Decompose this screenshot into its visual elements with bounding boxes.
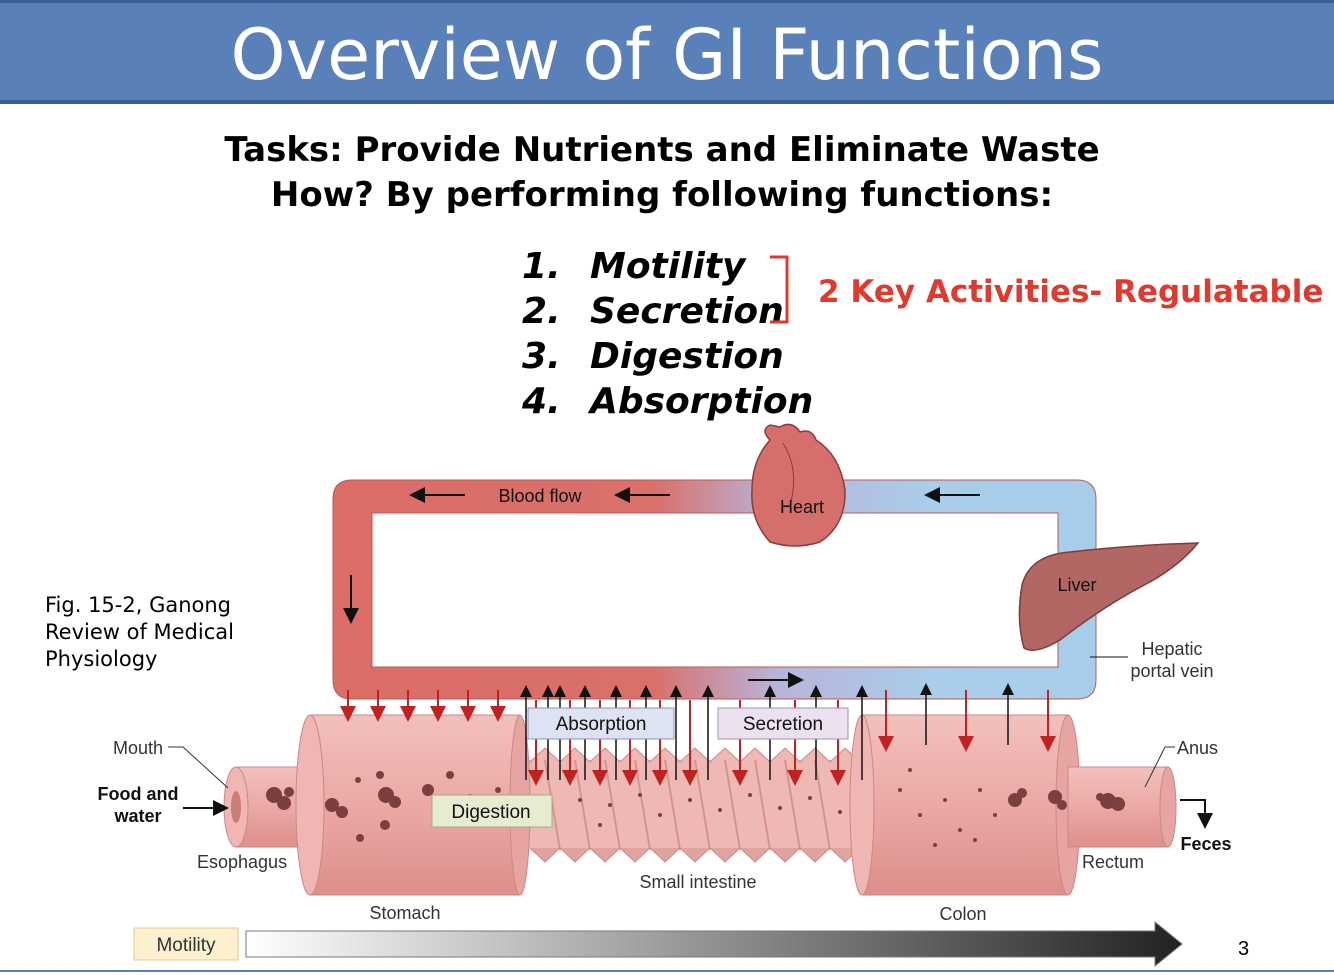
hepatic-label-line-1: Hepatic <box>1141 639 1202 659</box>
mouth-leader-line <box>168 746 229 789</box>
heart-icon <box>751 423 846 547</box>
stomach-label: Stomach <box>369 903 440 923</box>
digestion-label: Digestion <box>451 802 530 823</box>
function-number-1: 1. <box>522 246 561 287</box>
title-bar: Overview of GI Functions <box>0 0 1334 104</box>
subtitle-tasks: Tasks: Provide Nutrients and Eliminate W… <box>224 130 1100 170</box>
bottom-rule <box>0 970 1334 972</box>
motility-label: Motility <box>156 935 216 956</box>
blood-flow-label: Blood flow <box>498 486 582 506</box>
motility-box <box>133 927 239 961</box>
key-activities-label: 2 Key Activities- Regulatable <box>818 274 1324 310</box>
small-particles <box>578 768 997 847</box>
citation-line-2: Review of Medical <box>45 620 234 644</box>
feces-label: Feces <box>1180 834 1231 854</box>
function-motility: Motility <box>590 246 746 287</box>
bracket-icon <box>770 255 789 324</box>
small-intestine-label: Small intestine <box>639 872 756 892</box>
figure-citation: Fig. 15-2, Ganong Review of Medical Phys… <box>45 592 234 673</box>
feces-exit-arrow <box>1180 799 1213 829</box>
absorption-box <box>527 707 675 740</box>
liver-label: Liver <box>1057 575 1096 595</box>
function-number-2: 2. <box>522 291 561 332</box>
function-absorption: Absorption <box>590 381 814 422</box>
esophagus-label: Esophagus <box>197 852 287 872</box>
function-digestion: Digestion <box>590 336 784 377</box>
heart-label: Heart <box>780 497 824 517</box>
food-water-label-line-1: Food and <box>98 784 179 804</box>
motility-arrow <box>245 920 1183 968</box>
small-intestine-tube <box>520 747 865 863</box>
page-number: 3 <box>1238 938 1250 960</box>
citation-line-1: Fig. 15-2, Ganong <box>45 593 232 617</box>
hepatic-label-line-2: portal vein <box>1130 661 1213 681</box>
function-number-3: 3. <box>522 336 561 377</box>
secretion-box <box>717 707 849 740</box>
colon-label: Colon <box>939 904 986 924</box>
digestion-box <box>431 794 553 828</box>
rectum-label: Rectum <box>1082 852 1144 872</box>
citation-line-3: Physiology <box>45 647 158 671</box>
function-secretion: Secretion <box>590 291 784 332</box>
function-number-4: 4. <box>522 381 561 422</box>
anus-leader-line <box>1144 746 1175 788</box>
blood-circulation-loop <box>332 479 1097 700</box>
mouth-label: Mouth <box>113 738 163 758</box>
secretion-label: Secretion <box>743 714 823 735</box>
slide-title: Overview of GI Functions <box>230 14 1104 96</box>
anus-label: Anus <box>1177 738 1218 758</box>
subtitle-how: How? By performing following functions: <box>270 175 1054 215</box>
absorption-label: Absorption <box>556 714 647 735</box>
liver-icon <box>1018 542 1200 651</box>
food-water-label-line-2: water <box>113 806 161 826</box>
